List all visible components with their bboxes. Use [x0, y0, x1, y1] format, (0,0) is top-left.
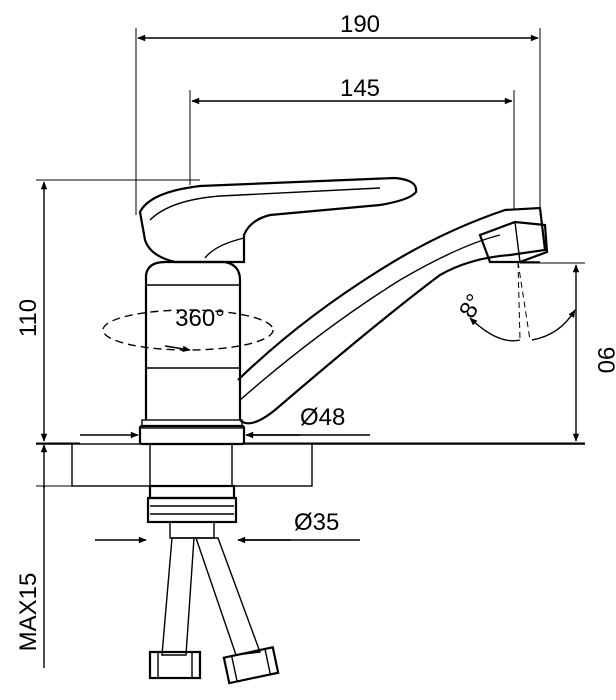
- shank-assembly: [146, 484, 238, 539]
- dim-110: 110: [15, 179, 200, 444]
- rotation-label: 360°: [175, 305, 225, 332]
- dim-110-label: 110: [15, 299, 42, 337]
- dim-190: 190: [135, 11, 541, 215]
- dim-diameter-48-label: Ø48: [300, 404, 345, 431]
- faucet-body: [138, 176, 549, 446]
- spout-angle-label: 8°: [454, 290, 489, 323]
- dim-max15-label: MAX15: [15, 573, 42, 652]
- dim-190-label: 190: [340, 11, 380, 38]
- flexible-hoses: [148, 537, 280, 685]
- spout-angle: 8°: [454, 261, 576, 342]
- dim-max15: MAX15: [15, 444, 80, 668]
- dim-diameter-35-label: Ø35: [294, 509, 339, 536]
- dim-90: 90: [245, 262, 616, 444]
- countertop: [36, 443, 585, 487]
- dim-diameter-48: Ø48: [80, 404, 370, 439]
- dim-145-label: 145: [340, 75, 380, 102]
- dim-diameter-35: Ø35: [95, 509, 360, 544]
- rotation-indicator: 360°: [102, 305, 274, 353]
- dim-90-label: 90: [592, 347, 616, 374]
- dim-145: 145: [189, 75, 515, 210]
